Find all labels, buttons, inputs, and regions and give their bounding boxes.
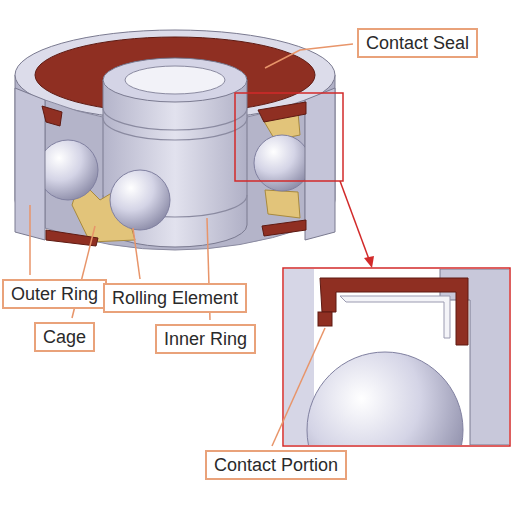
part-label: Outer Ring: [11, 283, 98, 305]
leader-line: [29, 205, 31, 275]
seal-section: [42, 106, 62, 126]
part-label: Contact Portion: [214, 454, 338, 476]
zoom-detail: [284, 269, 509, 445]
rolling-ball: [110, 170, 170, 230]
seal-detail: [320, 278, 468, 345]
leader-line: [133, 228, 140, 279]
highlight-frame: [235, 93, 343, 181]
part-label: Inner Ring: [164, 328, 247, 350]
part-label: Contact Seal: [366, 32, 469, 54]
zoom-arrowhead: [364, 256, 374, 268]
leader-lines: [30, 44, 353, 446]
seal-section: [262, 220, 306, 236]
label-box: Cage: [34, 322, 95, 352]
rolling-ball: [38, 140, 98, 200]
label-box: Contact Portion: [205, 450, 347, 480]
label-box: Inner Ring: [155, 324, 256, 354]
rolling-ball: [254, 135, 310, 191]
seal-insert: [340, 296, 450, 338]
seal-section: [258, 102, 306, 122]
leader-line: [265, 44, 353, 68]
inner-ring-body: [103, 80, 247, 247]
label-box: Outer Ring: [2, 279, 107, 309]
inner-ring-face: [103, 58, 247, 102]
contact-lip: [318, 312, 332, 326]
rolling-ball-detail: [307, 352, 463, 445]
leader-line: [272, 328, 325, 446]
zoom-link: [340, 181, 370, 262]
groove-line: [103, 108, 247, 130]
cage-shape: [265, 190, 300, 218]
part-label: Cage: [43, 326, 86, 348]
part-label: Rolling Element: [112, 287, 238, 309]
label-box: Rolling Element: [103, 283, 247, 313]
inner-ring-bore: [125, 66, 225, 94]
groove-line: [103, 118, 247, 140]
label-box: Contact Seal: [357, 28, 478, 58]
outer-ring-section: [305, 88, 335, 240]
contact-seal-shape: [35, 37, 315, 113]
